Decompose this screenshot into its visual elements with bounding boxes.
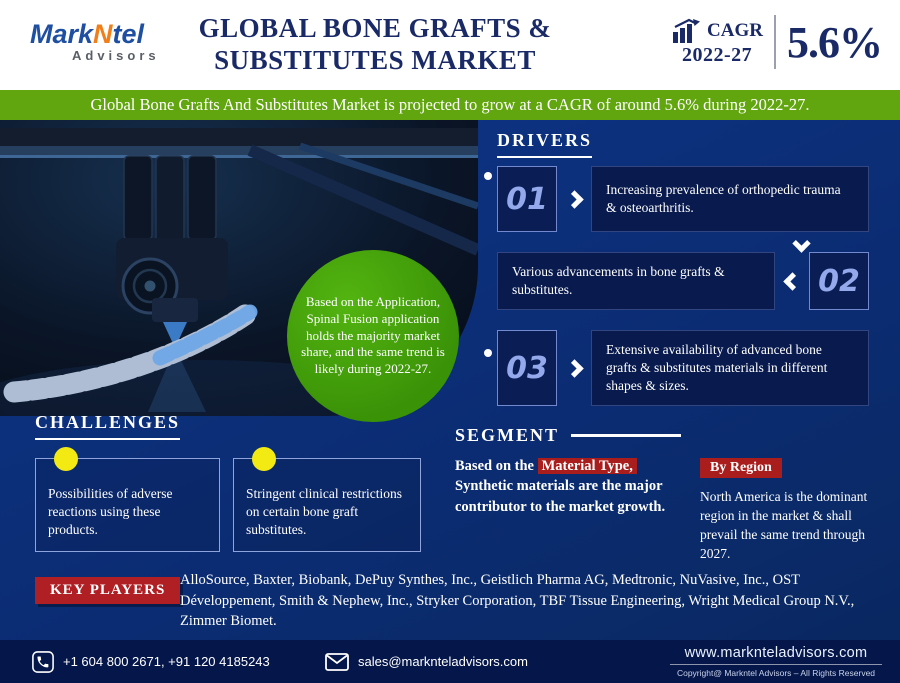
yellow-bullet-icon	[54, 447, 78, 471]
chevron-left-icon	[775, 252, 809, 310]
connector-dot	[484, 349, 492, 357]
logo-part-mark: Mark	[30, 19, 94, 49]
headline-banner: Global Bone Grafts And Substitutes Marke…	[0, 90, 900, 120]
driver-1-number: 01	[497, 166, 557, 232]
phone-numbers: +1 604 800 2671, +91 120 4185243	[63, 654, 270, 669]
cagr-label: CAGR	[707, 19, 763, 41]
segment-material-text: Based on the Material Type, Synthetic ma…	[455, 456, 680, 517]
green-callout-circle: Based on the Application, Spinal Fusion …	[287, 250, 459, 422]
logo-part-n: N	[93, 19, 113, 49]
bar-chart-growth-icon	[671, 18, 701, 44]
region-text: North America is the dominant region in …	[700, 489, 868, 562]
driver-item-2: 02 Various advancements in bone grafts &…	[497, 252, 869, 310]
email-contact[interactable]: sales@marknteladvisors.com	[325, 640, 528, 683]
logo-part-tel: tel	[112, 19, 145, 49]
envelope-icon	[325, 652, 349, 671]
logo-brand: MarkNtel	[30, 20, 160, 48]
segment-material-rest: Synthetic materials are the major contri…	[455, 478, 666, 515]
chevron-right-icon	[557, 330, 591, 406]
cagr-label-group: CAGR 2022-27	[671, 18, 763, 67]
driver-item-3: 03 Extensive availability of advanced bo…	[497, 330, 869, 406]
page-title-line2: SUBSTITUTES MARKET	[214, 44, 536, 75]
key-players-list: AlloSource, Baxter, Biobank, DePuy Synth…	[180, 572, 855, 630]
segment-material-highlight: Material Type,	[537, 458, 637, 474]
driver-2-text: Various advancements in bone grafts & su…	[497, 252, 775, 310]
by-region-label: By Region	[700, 458, 782, 478]
logo-subtitle: Advisors	[72, 48, 160, 64]
driver-3-text: Extensive availability of advanced bone …	[591, 330, 869, 406]
drivers-heading: DRIVERS	[497, 130, 593, 158]
cagr-block: CAGR 2022-27 5.6%	[671, 15, 883, 69]
driver-1-text: Increasing prevalence of orthopedic trau…	[591, 166, 869, 232]
challenge-item-2: Stringent clinical restrictions on certa…	[233, 447, 421, 552]
driver-item-1: 01 Increasing prevalence of orthopedic t…	[497, 166, 869, 232]
key-players-label: KEY PLAYERS	[35, 577, 181, 604]
website-link[interactable]: www.marknteladvisors.com	[684, 645, 868, 661]
cagr-divider	[774, 15, 776, 69]
segment-heading-line	[571, 434, 682, 437]
cagr-period: 2022-27	[681, 43, 753, 66]
chevron-right-icon	[557, 166, 591, 232]
driver-2-number: 02	[809, 252, 869, 310]
copyright-text: Copyright@ Markntel Advisors – All Right…	[670, 664, 882, 678]
page-title: GLOBAL BONE GRAFTS & SUBSTITUTES MARKET	[165, 13, 585, 77]
cagr-value: 5.6%	[787, 17, 883, 67]
email-address[interactable]: sales@marknteladvisors.com	[358, 654, 528, 669]
challenges-heading: CHALLENGES	[35, 412, 181, 440]
printer-illustration	[0, 128, 478, 416]
markntel-logo: MarkNtel Advisors	[30, 20, 160, 64]
challenge-item-1: Possibilities of adverse reactions using…	[35, 447, 220, 552]
challenge-2-text: Stringent clinical restrictions on certa…	[246, 486, 402, 538]
callout-text: Based on the Application, Spinal Fusion …	[301, 293, 445, 377]
page-title-line1: GLOBAL BONE GRAFTS &	[198, 13, 552, 43]
segment-material-prefix: Based on the	[455, 458, 538, 474]
segment-heading: SEGMENT	[455, 425, 682, 446]
challenge-1-text: Possibilities of adverse reactions using…	[48, 486, 173, 538]
header: MarkNtel Advisors GLOBAL BONE GRAFTS & S…	[0, 0, 900, 90]
footer-links: www.marknteladvisors.com Copyright@ Mark…	[670, 645, 882, 678]
connector-dot	[484, 172, 492, 180]
segment-heading-text: SEGMENT	[455, 425, 560, 445]
footer: +1 604 800 2671, +91 120 4185243 sales@m…	[0, 640, 900, 683]
driver-3-number: 03	[497, 330, 557, 406]
phone-icon	[32, 650, 54, 673]
phone-contact: +1 604 800 2671, +91 120 4185243	[32, 640, 270, 683]
yellow-bullet-icon	[252, 447, 276, 471]
